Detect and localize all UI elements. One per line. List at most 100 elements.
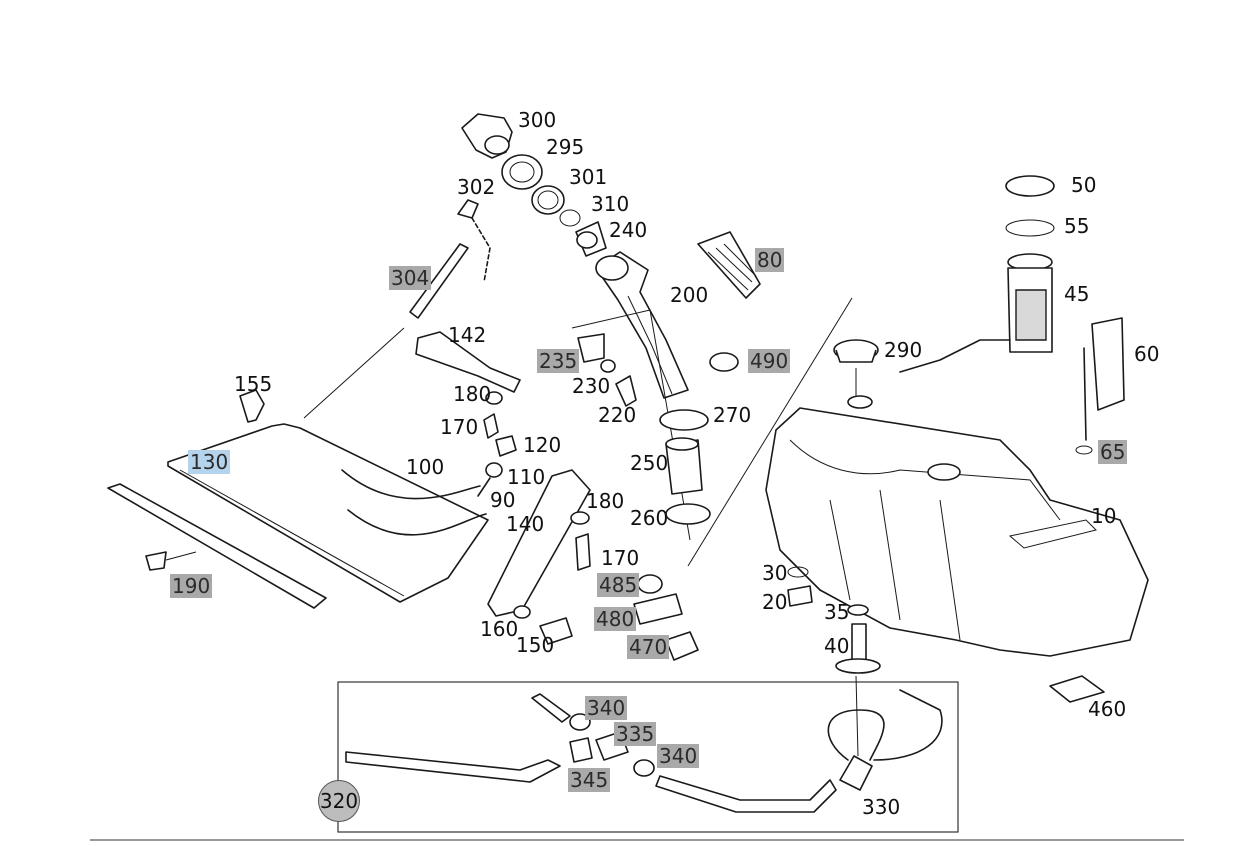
callout-304[interactable]: 304 bbox=[389, 266, 432, 290]
seal-ring bbox=[501, 154, 543, 190]
callout-300[interactable]: 300 bbox=[518, 108, 557, 132]
seal-30 bbox=[787, 566, 809, 578]
hose-clamp-490 bbox=[709, 352, 739, 372]
callout-310[interactable]: 310 bbox=[591, 192, 630, 216]
callout-180a[interactable]: 180 bbox=[453, 382, 492, 406]
callout-470[interactable]: 470 bbox=[627, 635, 670, 659]
fuel-tank bbox=[765, 395, 1149, 657]
bracket-142 bbox=[415, 331, 521, 393]
washer-230 bbox=[600, 359, 616, 373]
retaining-ring bbox=[531, 185, 565, 215]
callout-485[interactable]: 485 bbox=[597, 573, 640, 597]
stud-90 bbox=[477, 477, 491, 497]
inset-frame bbox=[337, 681, 959, 833]
pipe-304 bbox=[409, 243, 469, 319]
filter-strainer bbox=[697, 231, 761, 299]
washer-160 bbox=[513, 605, 531, 619]
callout-130[interactable]: 130 bbox=[188, 450, 231, 474]
callout-110[interactable]: 110 bbox=[507, 465, 546, 489]
callout-480[interactable]: 480 bbox=[594, 607, 637, 631]
callout-345[interactable]: 345 bbox=[568, 768, 611, 792]
callout-35[interactable]: 35 bbox=[824, 600, 850, 624]
callout-301[interactable]: 301 bbox=[569, 165, 608, 189]
callout-190[interactable]: 190 bbox=[170, 574, 213, 598]
hose-clamp-260 bbox=[665, 503, 711, 525]
o-ring bbox=[559, 209, 581, 227]
pad-460 bbox=[1049, 675, 1105, 703]
callout-150[interactable]: 150 bbox=[516, 633, 555, 657]
stud-170b bbox=[575, 533, 591, 571]
o-ring-65 bbox=[1075, 445, 1093, 455]
callout-250[interactable]: 250 bbox=[630, 451, 669, 475]
callout-340b[interactable]: 340 bbox=[657, 744, 700, 768]
callout-120[interactable]: 120 bbox=[523, 433, 562, 457]
callout-90[interactable]: 90 bbox=[490, 488, 516, 512]
o-ring-55 bbox=[1005, 219, 1055, 237]
callout-235[interactable]: 235 bbox=[537, 349, 580, 373]
callout-295[interactable]: 295 bbox=[546, 135, 585, 159]
plug-20 bbox=[787, 585, 813, 607]
callout-302[interactable]: 302 bbox=[457, 175, 496, 199]
callout-45[interactable]: 45 bbox=[1064, 282, 1090, 306]
callout-160[interactable]: 160 bbox=[480, 617, 519, 641]
seal-35 bbox=[847, 604, 869, 616]
callout-155[interactable]: 155 bbox=[234, 372, 273, 396]
filler-neck-adapter bbox=[575, 221, 607, 257]
inset-hoses bbox=[345, 675, 943, 813]
callout-220[interactable]: 220 bbox=[598, 403, 637, 427]
callout-80[interactable]: 80 bbox=[755, 248, 785, 272]
callout-170a[interactable]: 170 bbox=[440, 415, 479, 439]
callout-180b[interactable]: 180 bbox=[586, 489, 625, 513]
callout-20[interactable]: 20 bbox=[762, 590, 788, 614]
clamp-480 bbox=[633, 593, 683, 625]
callout-290[interactable]: 290 bbox=[884, 338, 923, 362]
washer-180b bbox=[570, 511, 590, 525]
callout-335[interactable]: 335 bbox=[614, 722, 657, 746]
callout-60[interactable]: 60 bbox=[1134, 342, 1160, 366]
bolt-155 bbox=[239, 389, 265, 423]
trim-strip-190 bbox=[107, 483, 327, 609]
bolt-220 bbox=[615, 375, 637, 407]
filler-tube bbox=[595, 251, 689, 399]
callout-260[interactable]: 260 bbox=[630, 506, 669, 530]
callout-100[interactable]: 100 bbox=[406, 455, 445, 479]
callout-40[interactable]: 40 bbox=[824, 634, 850, 658]
callout-200[interactable]: 200 bbox=[670, 283, 709, 307]
callout-240[interactable]: 240 bbox=[609, 218, 648, 242]
bolt-150 bbox=[539, 617, 573, 645]
callout-140[interactable]: 140 bbox=[506, 512, 545, 536]
tether-chain bbox=[471, 217, 491, 283]
callout-230[interactable]: 230 bbox=[572, 374, 611, 398]
callout-10[interactable]: 10 bbox=[1091, 504, 1117, 528]
clip-470 bbox=[665, 631, 699, 661]
bracket-235 bbox=[577, 333, 605, 363]
callout-142[interactable]: 142 bbox=[448, 323, 487, 347]
callout-330[interactable]: 330 bbox=[862, 795, 901, 819]
drain-fitting-40 bbox=[835, 623, 881, 674]
callout-170b[interactable]: 170 bbox=[601, 546, 640, 570]
callout-30[interactable]: 30 bbox=[762, 561, 788, 585]
stud-170a bbox=[483, 413, 499, 439]
washer-180a bbox=[485, 391, 503, 405]
washer-110 bbox=[485, 462, 503, 478]
callout-55[interactable]: 55 bbox=[1064, 214, 1090, 238]
callout-50[interactable]: 50 bbox=[1071, 173, 1097, 197]
level-sender-60 bbox=[1091, 317, 1125, 411]
clip-190 bbox=[145, 551, 167, 571]
hose-clamp-270 bbox=[659, 409, 709, 431]
callout-65[interactable]: 65 bbox=[1098, 440, 1128, 464]
clip bbox=[457, 199, 479, 219]
tank-cap-290 bbox=[833, 339, 879, 396]
callout-340a[interactable]: 340 bbox=[585, 696, 628, 720]
strap-100b bbox=[347, 509, 487, 536]
fuel-pump-module bbox=[899, 253, 1053, 373]
strap-100a bbox=[341, 469, 481, 500]
callout-270[interactable]: 270 bbox=[713, 403, 752, 427]
callout-320[interactable]: 320 bbox=[318, 780, 360, 822]
filler-cap bbox=[461, 113, 513, 159]
nut-485 bbox=[637, 574, 663, 594]
callout-490[interactable]: 490 bbox=[748, 349, 791, 373]
heat-shield-130 bbox=[167, 423, 489, 603]
callout-460[interactable]: 460 bbox=[1088, 697, 1127, 721]
